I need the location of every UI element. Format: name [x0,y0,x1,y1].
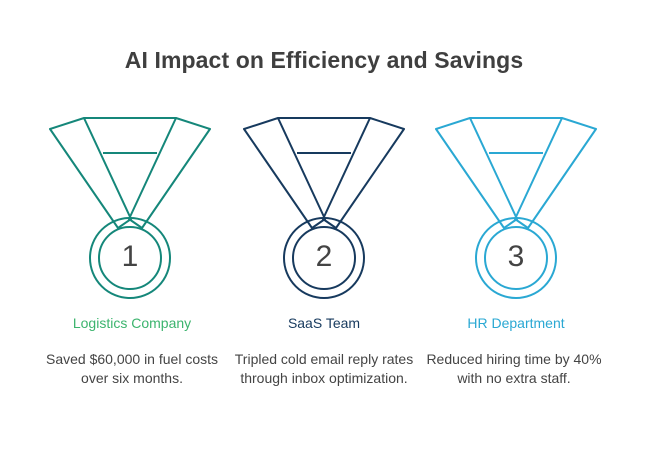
medal-number: 3 [507,240,525,273]
item-description-hr: Reduced hiring time by 40% with no extra… [426,351,602,386]
ribbon-medal-icon [49,117,211,299]
medal-number: 2 [315,240,333,273]
ribbon-medal-icon [435,117,597,299]
medal-2: 2 [234,112,414,302]
item-label-hr: HR Department [467,315,565,331]
ribbon-medal-icon [243,117,405,299]
item-label-logistics: Logistics Company [72,315,192,331]
item-label-saas: SaaS Team [287,315,361,331]
medal-number: 1 [121,240,139,273]
medal-3: 3 [426,112,606,302]
item-description-saas: Tripled cold email reply rates through i… [234,351,414,386]
page-title: AI Impact on Efficiency and Savings [124,47,524,73]
item-description-logistics: Saved $60,000 in fuel costs over six mon… [45,351,218,386]
medal-1: 1 [40,112,220,302]
